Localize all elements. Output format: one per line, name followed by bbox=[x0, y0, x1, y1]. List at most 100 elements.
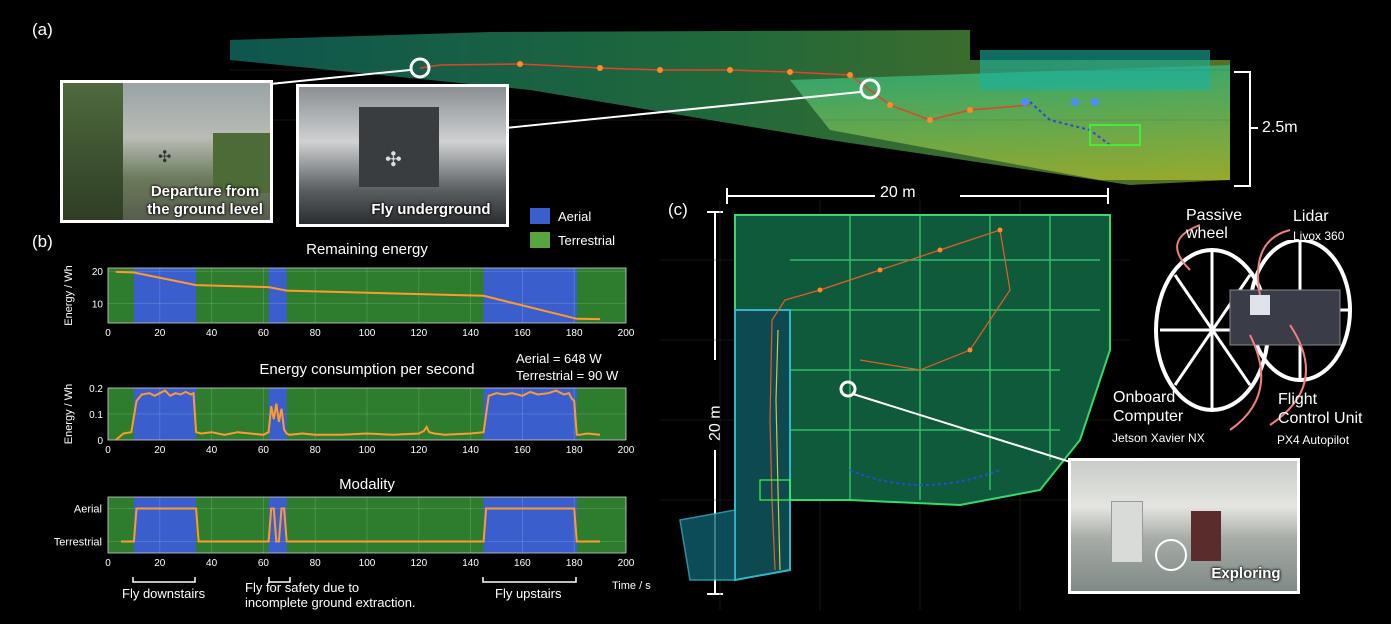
part-lidar: Lidar bbox=[1293, 208, 1329, 225]
x-tick-label: 160 bbox=[514, 445, 531, 456]
x-tick-label: 120 bbox=[410, 558, 427, 569]
chart-title-modality: Modality bbox=[339, 476, 395, 493]
height-label: 2.5m bbox=[1262, 119, 1298, 136]
annotation-brackets bbox=[132, 577, 577, 583]
point-cloud-c bbox=[660, 200, 1130, 610]
chart-modality: 0 20 40 60 80 100 120 140 160 180 200 Terrestrial Ae… bbox=[54, 496, 635, 569]
x-tick-label: 100 bbox=[359, 445, 376, 456]
callout-circle bbox=[859, 78, 881, 100]
aerial-interval-band bbox=[483, 388, 577, 440]
part-callouts bbox=[1176, 224, 1307, 431]
part-onboard-line1: Onboard bbox=[1113, 389, 1176, 406]
photo-departure: ✣ Departure from the ground level bbox=[60, 80, 273, 223]
annotation-fly-upstairs: Fly upstairs bbox=[495, 586, 562, 601]
y-tick-label: Terrestrial bbox=[54, 536, 102, 548]
photo-caption-exploring: Exploring bbox=[1211, 565, 1281, 582]
x-tick-label: 120 bbox=[410, 445, 427, 456]
x-tick-label: 60 bbox=[258, 328, 270, 339]
x-tick-label: 120 bbox=[410, 328, 427, 339]
x-tick-label: 140 bbox=[462, 328, 479, 339]
aerial-interval-band bbox=[483, 268, 577, 323]
power-note-terrestrial: Terrestrial = 90 W bbox=[516, 368, 619, 383]
photo-exploring: Exploring bbox=[1068, 458, 1300, 594]
x-tick-label: 60 bbox=[258, 558, 270, 569]
aerial-interval-band bbox=[133, 497, 197, 553]
x-tick-label: 160 bbox=[514, 328, 531, 339]
annotation-fly-safety: Fly for safety due to incomplete ground … bbox=[245, 580, 416, 610]
y-axis-label: Energy / Wh bbox=[63, 265, 75, 326]
dimension-width-label: 20 m bbox=[880, 184, 916, 201]
x-tick-label: 0 bbox=[105, 558, 111, 569]
power-note-aerial: Aerial = 648 W bbox=[516, 351, 602, 366]
aerial-interval-band bbox=[133, 388, 197, 440]
legend-label-terrestrial: Terrestrial bbox=[558, 232, 616, 248]
power-note: Aerial = 648 W Terrestrial = 90 W bbox=[516, 350, 618, 384]
legend-swatch-aerial bbox=[530, 208, 550, 224]
panel-label-c: (c) bbox=[668, 200, 688, 219]
point-cloud-a bbox=[230, 30, 1230, 185]
series-line bbox=[121, 507, 601, 543]
series-line bbox=[115, 389, 601, 441]
x-tick-label: 200 bbox=[618, 445, 635, 456]
part-onboard-sub: Jetson Xavier NX bbox=[1112, 431, 1205, 445]
part-onboard-line2: Computer bbox=[1113, 408, 1184, 425]
x-tick-label: 0 bbox=[105, 445, 111, 456]
annotation-fly-downstairs: Fly downstairs bbox=[122, 586, 206, 601]
aerial-interval-band bbox=[483, 497, 577, 553]
y-tick-label: 0 bbox=[97, 436, 103, 447]
x-tick-label: 140 bbox=[462, 558, 479, 569]
photo-underground: ✣ Fly underground bbox=[296, 84, 509, 227]
panel-label-b: (b) bbox=[32, 232, 53, 251]
annotation-fly-safety-line2: incomplete ground extraction. bbox=[245, 595, 416, 610]
legend: Aerial Terrestrial bbox=[530, 206, 615, 250]
y-tick-label: 20 bbox=[92, 267, 104, 278]
drone-icon: ✣ bbox=[385, 149, 402, 171]
time-axis-label: Time / s bbox=[612, 580, 651, 592]
x-tick-label: 180 bbox=[566, 558, 583, 569]
part-onboard-computer: Onboard Computer bbox=[1113, 388, 1183, 426]
y-tick-label: Aerial bbox=[74, 504, 102, 516]
y-tick-label: 0.1 bbox=[89, 410, 103, 421]
x-tick-label: 100 bbox=[359, 328, 376, 339]
x-tick-label: 140 bbox=[462, 445, 479, 456]
legend-label-aerial: Aerial bbox=[558, 208, 592, 224]
aerial-interval-band bbox=[268, 268, 287, 323]
photo-caption-underground: Fly underground bbox=[371, 201, 491, 218]
y-tick-label: 10 bbox=[92, 300, 104, 311]
x-tick-label: 20 bbox=[154, 328, 166, 339]
x-tick-label: 180 bbox=[566, 445, 583, 456]
legend-item-aerial: Aerial bbox=[530, 206, 615, 226]
part-fcu-sub: PX4 Autopilot bbox=[1277, 433, 1350, 447]
y-tick-label: 0.2 bbox=[89, 384, 103, 395]
part-lidar-sub: Livox 360 bbox=[1293, 229, 1345, 243]
plot-frame bbox=[107, 496, 627, 554]
y-axis-label: Energy / Wh bbox=[63, 384, 75, 445]
callout-circle bbox=[409, 57, 431, 79]
drone-icon: ✣ bbox=[158, 149, 172, 166]
legend-item-terrestrial: Terrestrial bbox=[530, 230, 615, 250]
height-bracket bbox=[1234, 71, 1258, 187]
series-line bbox=[115, 270, 601, 321]
x-tick-label: 200 bbox=[618, 558, 635, 569]
legend-swatch-terrestrial bbox=[530, 232, 550, 248]
x-tick-label: 160 bbox=[514, 558, 531, 569]
x-tick-label: 40 bbox=[206, 558, 218, 569]
part-fcu-line2: Control Unit bbox=[1278, 410, 1363, 427]
x-tick-label: 40 bbox=[206, 328, 218, 339]
robot-illustration bbox=[1154, 240, 1352, 412]
x-tick-label: 80 bbox=[310, 328, 322, 339]
x-tick-label: 20 bbox=[154, 558, 166, 569]
x-tick-label: 200 bbox=[618, 328, 635, 339]
aerial-interval-band bbox=[133, 268, 197, 323]
chart-title-remaining-energy: Remaining energy bbox=[306, 241, 428, 258]
plot-frame bbox=[107, 387, 627, 441]
dimension-width bbox=[726, 188, 1109, 204]
x-tick-label: 100 bbox=[359, 558, 376, 569]
x-tick-label: 80 bbox=[310, 558, 322, 569]
part-fcu-line1: Flight bbox=[1278, 391, 1318, 408]
x-tick-label: 20 bbox=[154, 445, 166, 456]
panel-label-a: (a) bbox=[32, 20, 53, 39]
x-tick-label: 80 bbox=[310, 445, 322, 456]
